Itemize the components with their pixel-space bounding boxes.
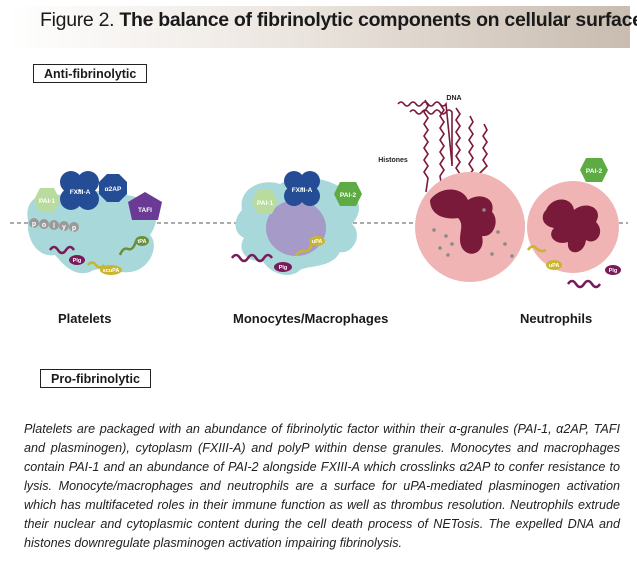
fxiiia-subunit <box>77 188 99 210</box>
histone-dot <box>490 252 494 256</box>
neutrophils-label: Neutrophils <box>520 311 593 326</box>
platelets-label: Platelets <box>58 311 112 326</box>
dna-strand <box>409 109 453 166</box>
plasminogen-squiggle-neutrophil <box>566 279 602 289</box>
dna-strand <box>439 103 445 189</box>
figure-number: Figure 2. <box>40 9 115 31</box>
fxiiia-subunit <box>284 171 304 191</box>
pai2-label-neutrophil: PAI-2 <box>586 168 603 175</box>
fxiiia-cluster-monocyte <box>284 171 320 206</box>
a2ap-label: α2AP <box>105 186 122 193</box>
fxiiia-cluster-platelet <box>60 171 99 210</box>
platelet-group: PAI-1 FXIII-A α2AP TAFI p o l y p Pl <box>27 171 162 275</box>
pai1-label-platelet: PAI-1 <box>39 198 56 205</box>
tpa-ellipse <box>135 236 149 246</box>
histone-dot <box>503 242 507 246</box>
histone-dot <box>450 242 454 246</box>
histone-dot <box>432 228 436 232</box>
upa-squiggle-monocyte <box>294 242 314 257</box>
polyp-letter: y <box>62 224 66 231</box>
plg-ellipse-neutrophil <box>605 265 621 275</box>
plg-label-neutrophil: Plg <box>609 268 618 274</box>
plg-ellipse-monocyte <box>274 262 292 272</box>
pai1-hexagon-monocyte <box>252 190 278 214</box>
pai1-hexagon-platelet <box>34 188 60 212</box>
polyp-chain <box>29 218 79 232</box>
dna-strand <box>453 107 461 185</box>
neutrophil-group: DNA Histones PAI-2 uPA Plg <box>378 95 621 289</box>
dna-strand <box>397 101 453 165</box>
tpa-squiggle <box>118 240 138 256</box>
polyp-letter: p <box>72 225 76 232</box>
polyp-letter: p <box>32 221 36 228</box>
fxiiia-subunit <box>60 171 82 193</box>
a2ap-octagon <box>99 174 127 202</box>
tafi-pentagon <box>128 192 162 220</box>
pai2-hexagon-neutrophil <box>580 158 608 182</box>
upa-ellipse-neutrophil <box>546 260 562 270</box>
fxiiia-subunit <box>300 171 320 191</box>
polyp-bead <box>39 219 49 229</box>
histone-dot <box>482 208 486 212</box>
histone-dot <box>438 246 442 250</box>
upa-ellipse-monocyte <box>309 236 325 246</box>
histone-dot <box>510 254 514 258</box>
dna-strands <box>397 99 489 193</box>
dna-label: DNA <box>446 95 461 102</box>
tpa-label: tPA <box>137 239 146 245</box>
cell-illustration: PAI-1 FXIII-A α2AP TAFI p o l y p Pl <box>10 95 628 289</box>
histones-label: Histones <box>378 157 408 164</box>
pai2-label-monocyte: PAI-2 <box>340 192 357 199</box>
neutrophil-nucleus <box>542 199 601 253</box>
upa-squiggle-neutrophil <box>526 245 547 253</box>
monocyte-group: PAI-1 FXIII-A PAI-2 Plg uPA <box>230 171 362 275</box>
polyp-letter: o <box>42 222 46 229</box>
pai2-hexagon-monocyte <box>334 182 362 206</box>
fxiiia-label-monocyte: FXIII-A <box>292 187 313 194</box>
polyp-bead <box>69 222 79 232</box>
netotic-nucleus <box>430 189 496 254</box>
pro-fibrinolytic-tag: Pro-fibrinolytic <box>40 369 151 388</box>
scupa-squiggle <box>87 261 105 269</box>
monocytes-label: Monocytes/Macrophages <box>233 311 389 326</box>
polyp-bead <box>59 221 69 231</box>
scupa-label: scuPA <box>103 268 120 274</box>
plg-label-monocyte: Plg <box>279 265 288 271</box>
upa-label-monocyte: uPA <box>312 239 323 245</box>
dna-strand <box>476 123 489 177</box>
fxiiia-subunit <box>77 171 99 193</box>
plg-ellipse-platelet <box>69 255 85 265</box>
title-banner <box>8 6 630 48</box>
dna-strand <box>464 115 474 181</box>
plasminogen-squiggle-platelet <box>48 245 76 255</box>
fxiiia-subunit <box>284 186 304 206</box>
anti-fibrinolytic-tag: Anti-fibrinolytic <box>33 64 148 83</box>
polyp-bead <box>29 218 39 228</box>
monocyte-nucleus <box>266 200 326 256</box>
polyp-bead <box>49 220 59 230</box>
histone-dot <box>446 253 450 257</box>
histone-dots <box>432 208 514 258</box>
figure-caption: Platelets are packaged with an abundance… <box>24 422 620 550</box>
polyp-letter: l <box>53 223 55 230</box>
figure-title-text: The balance of fibrinolytic components o… <box>119 9 637 31</box>
histone-dot <box>444 234 448 238</box>
dna-strand <box>423 99 429 193</box>
figure-title: Figure 2. The balance of fibrinolytic co… <box>40 9 637 32</box>
tafi-label: TAFI <box>138 207 152 214</box>
histone-dot <box>496 230 500 234</box>
fxiiia-label-platelet: FXIII-A <box>70 189 91 196</box>
pai1-label-monocyte: PAI-1 <box>257 200 274 207</box>
fxiiia-subunit <box>300 186 320 206</box>
scupa-ellipse <box>100 265 122 275</box>
upa-label-neutrophil: uPA <box>549 263 560 269</box>
plg-label-platelet: Plg <box>73 258 82 264</box>
plasminogen-squiggle-monocyte <box>230 253 274 263</box>
fxiiia-subunit <box>60 188 82 210</box>
